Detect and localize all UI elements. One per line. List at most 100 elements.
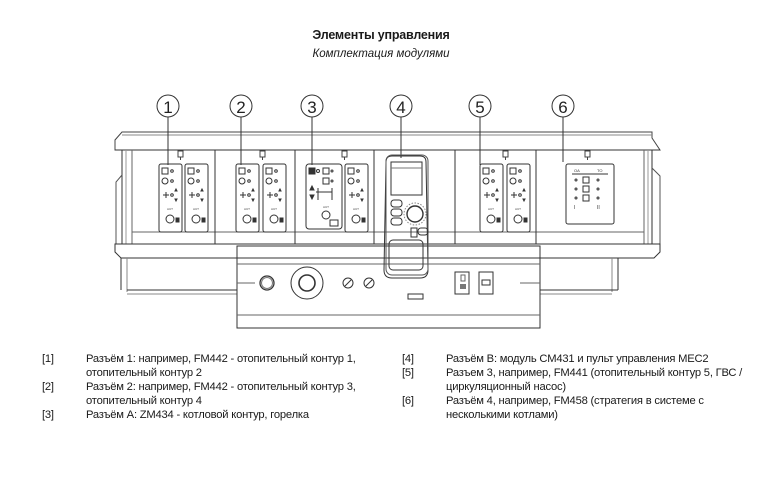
callouts: 1 2 3 4 5 6: [156, 94, 575, 165]
mode-selector-knob: [486, 214, 496, 224]
connector-icon: [502, 150, 509, 160]
legend-item: [3] Разъём A: ZM434 - котловой контур, го…: [42, 408, 386, 422]
callout-1: 1: [156, 94, 180, 165]
connector-icon: [259, 150, 266, 160]
mixer-icon: [511, 192, 517, 198]
temperature-dial-ring: [290, 266, 324, 300]
heating-circuit-module-card: AUT: [262, 163, 287, 233]
svg-text:3: 3: [307, 98, 316, 117]
legend-item: [2]Разъём 2: например, FM442 - отопитель…: [42, 380, 386, 408]
legend-item: [4] Разъём B: модуль CM431 и пульт управл…: [402, 352, 746, 366]
svg-text:2: 2: [236, 98, 245, 117]
legend-number: [6]: [402, 395, 414, 407]
mec2-button-aut[interactable]: [390, 208, 403, 217]
mode-selector-knob: [351, 214, 361, 224]
mode-icon: [347, 167, 355, 175]
reset-button[interactable]: [259, 275, 275, 291]
heating-circuit-module-card: AUT: [479, 163, 504, 233]
mixer-icon: [163, 192, 169, 198]
svg-text:TO: TO: [597, 168, 602, 173]
connector-icon: [584, 150, 591, 160]
pump-icon: [265, 177, 273, 185]
aut-label: AUT: [488, 207, 494, 211]
connector-icon: [177, 150, 184, 160]
svg-text:II: II: [597, 205, 600, 211]
aut-label: AUT: [515, 207, 521, 211]
mixer-icon: [267, 192, 273, 198]
callout-3: 3: [300, 94, 324, 165]
main-switch[interactable]: [454, 271, 470, 295]
pump-icon: [161, 177, 169, 185]
heating-circuit-module-card: AUT: [158, 163, 183, 233]
legend-number: [4]: [402, 353, 414, 365]
aut-label: AUT: [193, 207, 199, 211]
pump-icon: [187, 177, 195, 185]
pump-icon: [238, 177, 246, 185]
pump-icon: [347, 177, 355, 185]
svg-text:5: 5: [475, 98, 484, 117]
aut-label: AUT: [167, 207, 173, 211]
svg-text:4: 4: [396, 98, 405, 117]
mode-selector-knob: [191, 214, 201, 224]
svg-text:I: I: [574, 205, 575, 211]
legend-number: [5]: [402, 367, 414, 379]
callout-2: 2: [229, 94, 253, 165]
legend-text: Разъем 3, например, FM441 (отопительный …: [446, 367, 743, 393]
fuse-screw-icon: [342, 277, 354, 289]
callout-5: 5: [468, 94, 492, 165]
mode-icon: [265, 167, 273, 175]
legend-left: [1] Разъём 1: например, FM442 - отопитель…: [42, 352, 386, 422]
slot-connector-icons: [177, 150, 591, 160]
mec2-button-night[interactable]: [390, 217, 403, 226]
page-subtitle: Комплектация модулями: [312, 48, 450, 60]
fuse-screw-icon: [363, 277, 375, 289]
zm434-module: AUT: [305, 163, 343, 230]
legend-number: [3]: [42, 409, 54, 421]
legend-right: [4] Разъём B: модуль CM431 и пульт управл…: [402, 352, 746, 422]
mec2-dial[interactable]: [406, 205, 424, 223]
mec2-button-info[interactable]: [417, 227, 429, 236]
mec2-display: [390, 161, 423, 196]
legend-item: [1] Разъём 1: например, FM442 - отопитель…: [42, 352, 386, 380]
mode-icon: [238, 167, 246, 175]
legend-item: [5] Разъем 3, например, FM441 (отопительн…: [402, 366, 746, 394]
mixer-icon: [189, 192, 195, 198]
svg-text:1: 1: [163, 98, 172, 117]
mode-icon: [161, 167, 169, 175]
legend-number: [2]: [42, 381, 54, 393]
aut-label: AUT: [353, 207, 359, 211]
aut-label: AUT: [244, 207, 250, 211]
pump-icon: [509, 177, 517, 185]
mixer-icon: [349, 192, 355, 198]
emergency-switch[interactable]: [478, 271, 494, 295]
mec2-controller: [383, 154, 429, 279]
mode-selector-knob: [165, 214, 175, 224]
legend-text: Разъём B: модуль CM431 и пульт управлени…: [446, 353, 709, 365]
service-port[interactable]: [407, 293, 424, 300]
mec2-button-day[interactable]: [390, 199, 403, 208]
mode-icon: [187, 167, 195, 175]
heating-circuit-module-card: AUT: [184, 163, 209, 233]
lower-shelf: [114, 243, 661, 295]
legend-text: Разъём 1: например, FM442 - отопительный…: [86, 353, 356, 379]
temperature-dial[interactable]: [298, 274, 316, 292]
aut-label: AUT: [271, 207, 277, 211]
top-cover: [114, 131, 661, 151]
legend-item: [6] Разъём 4, например, FM458 (стратегия …: [402, 394, 746, 422]
connector-icon: [341, 150, 348, 160]
heating-circuit-module-card: AUT: [344, 163, 369, 233]
page-title: Элементы управления: [312, 28, 450, 42]
svg-text:6: 6: [558, 98, 567, 117]
mixer-icon: [240, 192, 246, 198]
heating-circuit-module-card: AUT: [235, 163, 260, 233]
legend-text: Разъём A: ZM434 - котловой контур, горел…: [86, 409, 309, 421]
pump-icon: [482, 177, 490, 185]
svg-text:OA: OA: [574, 168, 580, 173]
callout-6: 6: [551, 94, 575, 162]
legend-text: Разъём 4, например, FM458 (стратегия в с…: [446, 395, 704, 421]
heating-circuit-module-card: AUT: [506, 163, 531, 233]
mixer-icon: [484, 192, 490, 198]
mode-selector-knob: [513, 214, 523, 224]
legend-number: [1]: [42, 353, 54, 365]
bottom-controls: [259, 266, 494, 300]
